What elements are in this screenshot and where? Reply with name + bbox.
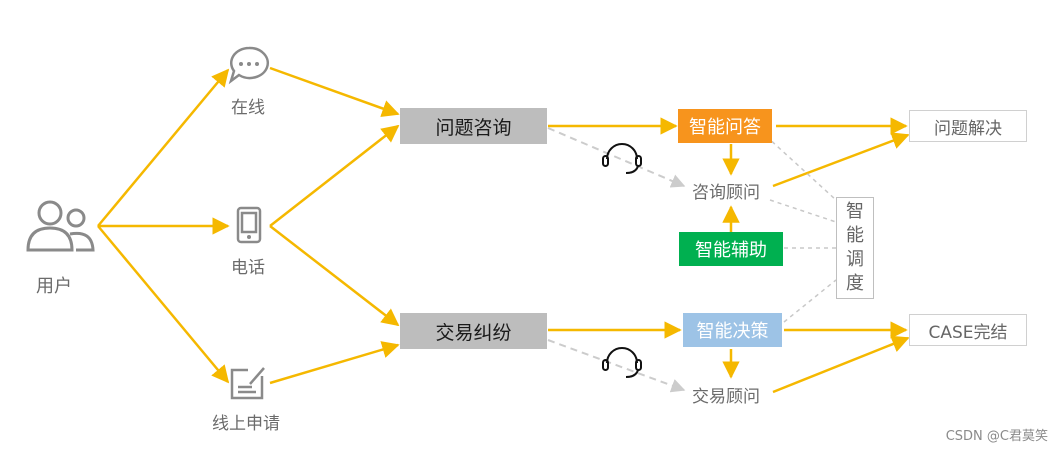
watermark: CSDN @C君莫笑 [945,429,1048,444]
label-online: 在线 [231,98,265,118]
label-consult-advisor: 咨询顾问 [692,183,760,203]
arrow-user-online [97,68,230,227]
arrow-phone-consult [269,124,400,227]
arrow-apply-dispute [269,341,400,385]
arrow-trade-case [772,335,910,394]
user-group-icon [26,200,95,252]
arrow-user-apply [97,225,230,384]
dispatch-decision [783,279,837,323]
dash-dispute-trade [547,339,686,393]
headset-icon [602,347,642,378]
node-smart-dispatch: 智 能 调 度 [836,197,874,299]
arrow-advisor-solved [772,132,910,188]
node-problem-solved: 问题解决 [909,110,1027,142]
dispatch-char: 调 [846,249,864,270]
edit-form-icon [230,367,265,400]
dispatch-advisor [769,199,837,223]
dispatch-qa [765,135,837,201]
solid-connectors [97,66,910,394]
dash-consult-advisor [547,127,686,188]
node-smart-qa: 智能问答 [678,109,772,143]
arrow-online-consult [269,66,400,117]
phone-icon [236,206,262,244]
dispatch-connectors [765,135,837,323]
node-smart-assist: 智能辅助 [679,232,783,266]
dispatch-char: 能 [846,225,864,246]
dashed-connectors [547,127,686,393]
headset-icon [602,143,642,174]
node-case-done: CASE完结 [909,314,1027,346]
dispatch-char: 度 [846,273,864,294]
dispatch-char: 智 [846,201,864,222]
label-trade-advisor: 交易顾问 [692,387,760,407]
node-consult: 问题咨询 [400,108,547,144]
label-user: 用户 [36,276,72,297]
label-phone: 电话 [231,258,265,278]
node-dispute: 交易纠纷 [400,313,547,349]
chat-bubble-icon [228,46,269,85]
label-offline-apply: 线上申请 [212,414,280,434]
node-smart-decision: 智能决策 [683,313,782,347]
arrow-phone-dispute [269,225,400,327]
